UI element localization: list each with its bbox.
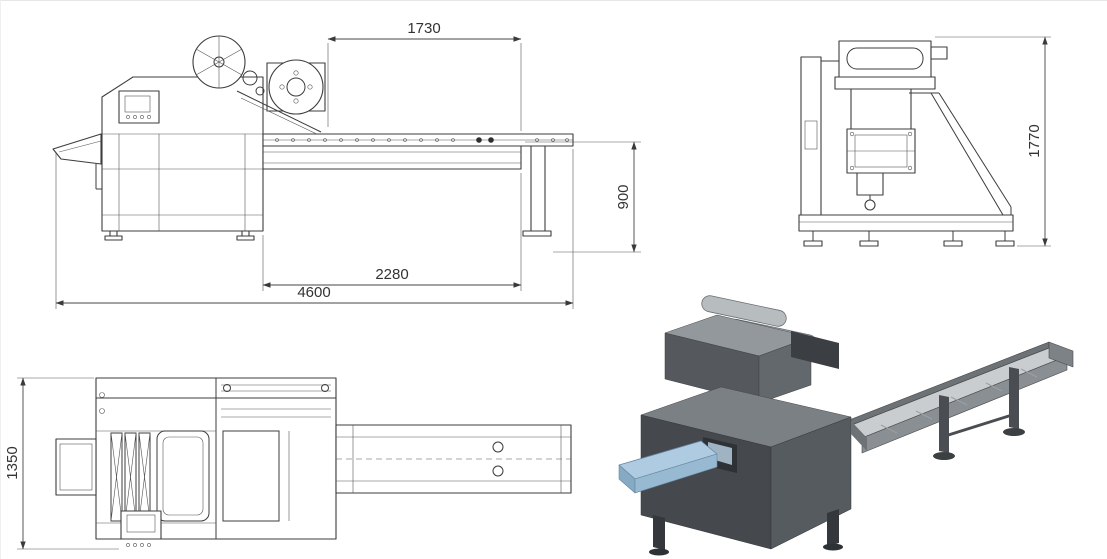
dimension-1350: 1350 [4,377,119,550]
infeed-conveyor [262,133,574,170]
plan-view: 1350 [4,377,572,550]
film-roll-unit [834,40,948,90]
dimension-label-1770: 1770 [1026,124,1043,157]
dimension-label-2280: 2280 [375,266,408,283]
end-elevation-view: 1770 [798,36,1051,247]
conveyor-support-leg [522,145,552,237]
dimension-label-900: 900 [615,184,632,209]
left-column [800,56,839,216]
machine-foot [995,231,1015,247]
cutting-head [846,88,916,174]
machine-foot [104,230,123,241]
film-reel [192,35,265,96]
iso-product-tray [618,440,718,494]
dimension-1770: 1770 [935,36,1051,247]
machine-foot [943,231,963,247]
dimension-label-4600: 4600 [297,284,330,301]
conveyor-plan [335,424,572,494]
dimension-label-1730: 1730 [407,20,440,37]
dimension-label-1350: 1350 [4,446,21,479]
iso-machine-cabinet [640,386,867,556]
hmi-panel [118,90,160,124]
isometric-render-view [618,295,1074,556]
dimension-2280: 2280 [262,173,522,291]
dimension-900: 900 [525,141,641,253]
outfeed-tray [52,133,102,190]
outfeed-tray-plan [55,438,97,496]
side-elevation-view: 1730 900 2280 4600 [52,20,641,309]
sealing-head [236,59,326,138]
angled-side-frame [909,92,1012,216]
motor-box [856,172,884,211]
iso-machine-tower [664,314,839,404]
dimension-1730: 1730 [327,20,522,131]
hmi-panel-plan [120,510,162,547]
iso-conveyor [843,341,1074,460]
base-frame [798,214,1014,232]
machine-foot [803,231,823,247]
machine-foot [859,231,879,247]
machine-foot [236,230,255,241]
dimension-4600: 4600 [55,149,574,309]
